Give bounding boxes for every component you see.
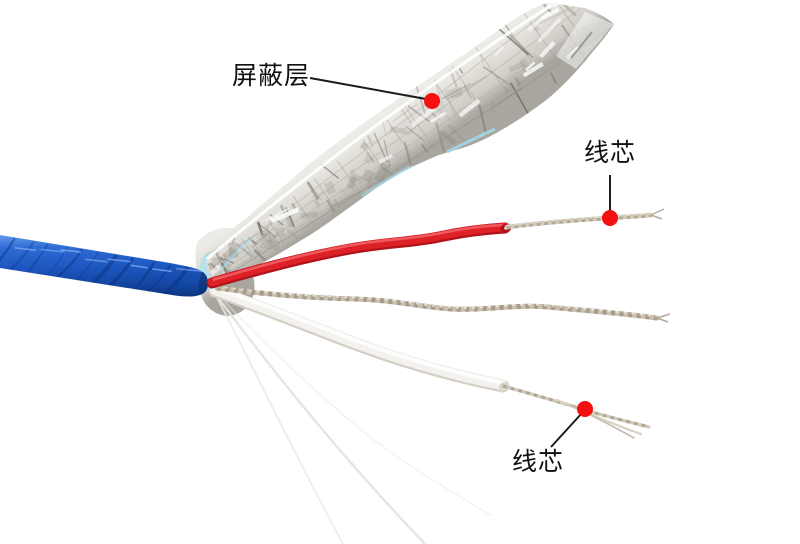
white-core-wire (208, 284, 510, 393)
red-core-wire (206, 222, 512, 289)
thin-strand-1 (212, 290, 426, 544)
foil-cyan-edge-1 (446, 127, 496, 154)
foil-cyan-edge-3 (220, 237, 253, 271)
foil-edge-shade (214, 26, 613, 283)
thin-strand-3 (215, 291, 493, 517)
label-shield-layer: 屏蔽层 (232, 62, 311, 90)
label-core-top: 线芯 (584, 139, 637, 167)
foil-corner-line (570, 31, 593, 59)
label-core-bottom: 线芯 (512, 448, 565, 476)
cable-jacket (0, 235, 208, 297)
marker-dot-core-bottom (577, 401, 593, 417)
marker-dot-shield (424, 93, 440, 109)
leader-line-core-bottom (550, 412, 583, 448)
marker-dot-core-top (602, 210, 618, 226)
drain-wire (214, 285, 671, 323)
foil-edge-highlight (206, 4, 551, 261)
foil-cyan-edge-2 (361, 164, 413, 198)
thin-strand-2 (213, 291, 344, 544)
white-core-strands (501, 384, 651, 439)
red-core-strands (504, 208, 665, 230)
leader-line-shield (309, 77, 427, 100)
